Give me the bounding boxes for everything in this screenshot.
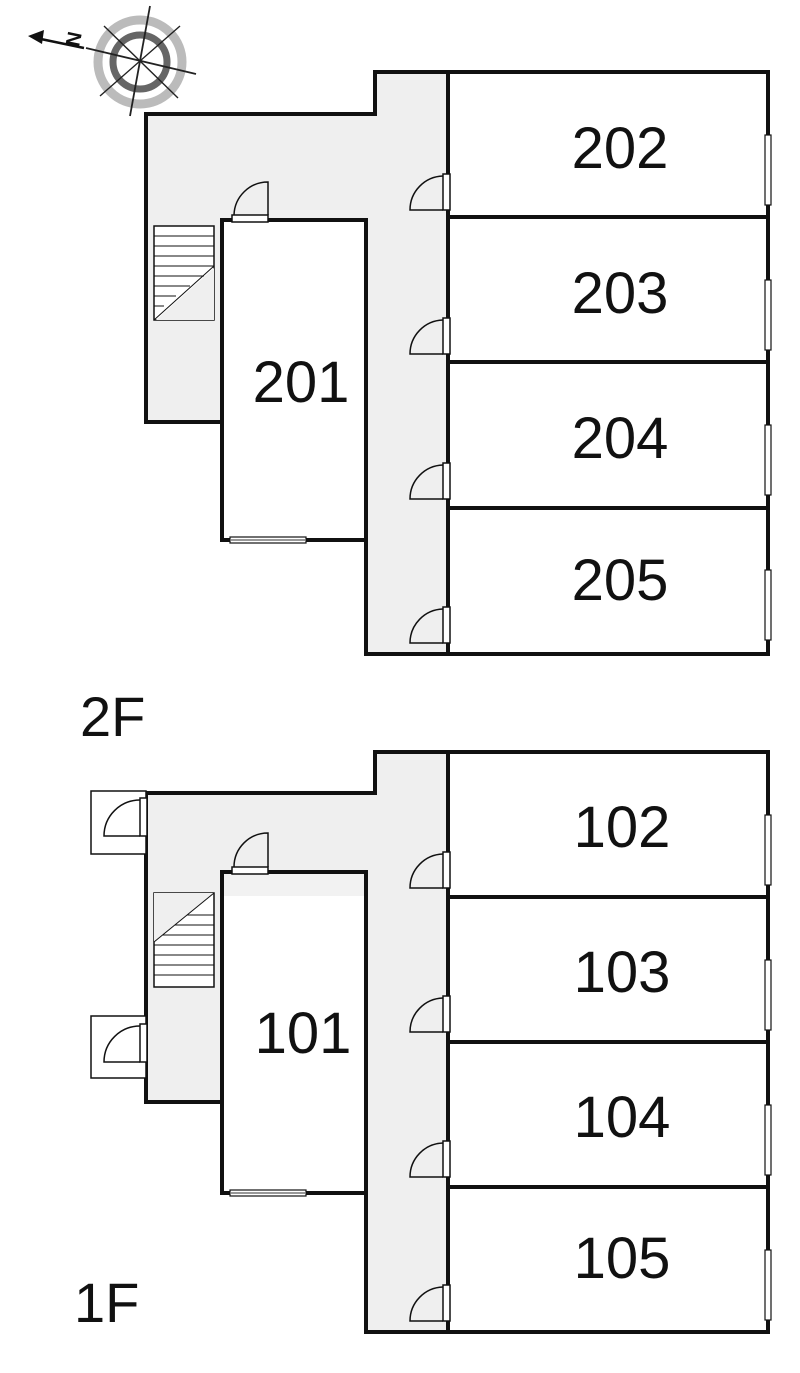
staircase-2f	[153, 225, 215, 321]
door-201	[231, 181, 269, 223]
staircase-1f	[153, 892, 215, 988]
room-label-205: 205	[572, 548, 669, 613]
room-label-101: 101	[255, 1001, 352, 1066]
door-101	[231, 832, 269, 875]
entrance-door-lower-1f	[90, 1015, 148, 1079]
room-205	[446, 506, 770, 656]
room-105	[446, 1185, 770, 1334]
room-202	[446, 70, 770, 219]
window-201	[229, 536, 307, 544]
floor-label-2f: 2F	[80, 685, 145, 748]
room-201	[220, 218, 368, 542]
window-204	[764, 424, 772, 496]
door-202	[409, 173, 451, 211]
room-label-103: 103	[574, 940, 671, 1005]
room-103	[446, 895, 770, 1044]
entrance-door-upper-1f	[90, 790, 148, 855]
door-102	[409, 851, 451, 889]
north-label: N	[62, 30, 87, 49]
room-label-201: 201	[253, 350, 350, 415]
door-103	[409, 995, 451, 1033]
floor-1f: 101 102 103 104 105 1F	[74, 750, 772, 1334]
floor-2f: 201 202 203 204 205 2F	[80, 70, 772, 748]
north-arrow-icon	[28, 30, 85, 50]
door-203	[409, 317, 451, 355]
room-102	[446, 750, 770, 899]
room-203	[446, 215, 770, 364]
window-202	[764, 134, 772, 206]
room-label-203: 203	[572, 261, 669, 326]
room-204	[446, 360, 770, 510]
floor-label-1f: 1F	[74, 1271, 139, 1334]
window-102	[764, 814, 772, 886]
window-101	[229, 1189, 307, 1197]
room-101	[220, 870, 368, 1195]
room-label-202: 202	[572, 116, 669, 181]
room-label-104: 104	[574, 1085, 671, 1150]
room-label-102: 102	[574, 795, 671, 860]
window-203	[764, 279, 772, 351]
compass-rose-icon: N	[28, 5, 197, 117]
room-label-105: 105	[574, 1226, 671, 1291]
door-204	[409, 462, 451, 500]
door-104	[409, 1140, 451, 1178]
window-104	[764, 1104, 772, 1176]
room-label-204: 204	[572, 406, 669, 471]
window-103	[764, 959, 772, 1031]
window-205	[764, 569, 772, 641]
door-105	[409, 1284, 451, 1322]
door-205	[409, 606, 451, 644]
window-105	[764, 1249, 772, 1321]
